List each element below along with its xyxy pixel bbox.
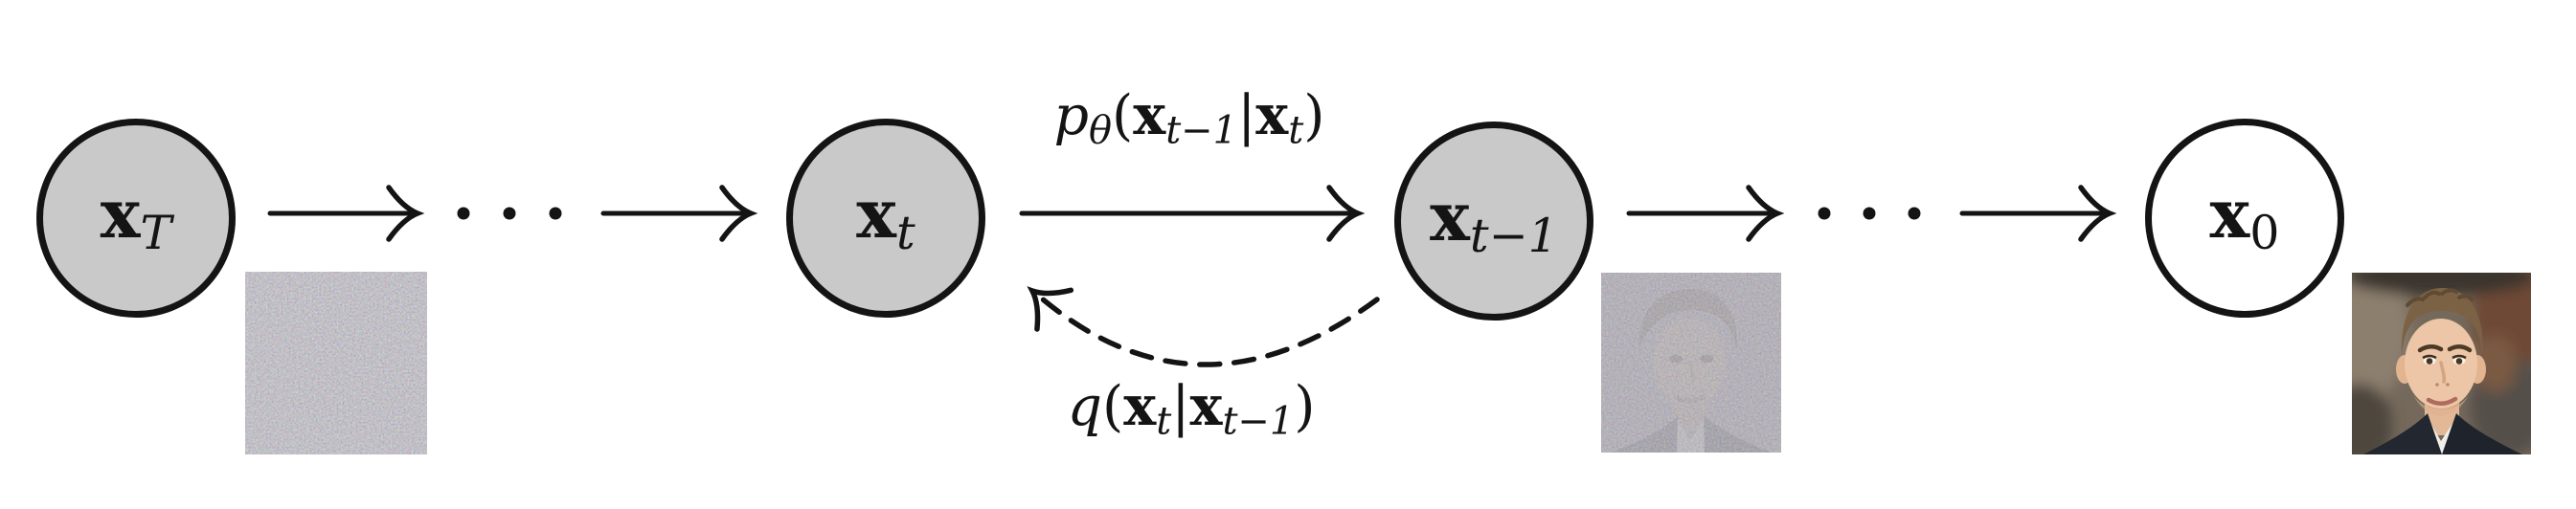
noise-grain: [1601, 273, 1781, 453]
face-image-x0: [2352, 273, 2531, 454]
arrow-xtm1-to-dots: [1626, 188, 1777, 239]
node-x-T-label: xT: [100, 173, 172, 260]
arrow-xT-to-dots: [267, 188, 418, 239]
dashed-arrow-forward-xtm1-to-xt: [1015, 272, 1380, 367]
noisy-face-image-xtm1: [1601, 273, 1781, 453]
node-x-0-label: x0: [2209, 173, 2280, 260]
node-x-T: xT: [36, 119, 236, 318]
node-x-t-minus-1-label: xt−1: [1430, 176, 1558, 263]
noise-image-xT: [245, 272, 427, 454]
ellipsis-dots-left-icon: [457, 207, 562, 220]
node-x-t-label: xt: [856, 173, 915, 260]
ellipsis-dots-right-icon: [1818, 207, 1921, 220]
portrait: [2363, 287, 2522, 454]
noise-grain: [245, 272, 427, 454]
node-x-t: xt: [786, 119, 985, 318]
node-x-t-minus-1: xt−1: [1394, 122, 1593, 321]
arrow-dots-to-x0: [1959, 188, 2110, 239]
blurry-background: [2352, 273, 2531, 454]
reverse-process-label: pθ(xt−1|xt): [1053, 83, 1325, 153]
node-x-0: x0: [2145, 119, 2344, 318]
arrow-reverse-xt-to-xtm1: [1019, 188, 1358, 239]
forward-process-label: q(xt|xt−1): [1067, 374, 1316, 444]
arrow-dots-to-xt: [600, 188, 751, 239]
